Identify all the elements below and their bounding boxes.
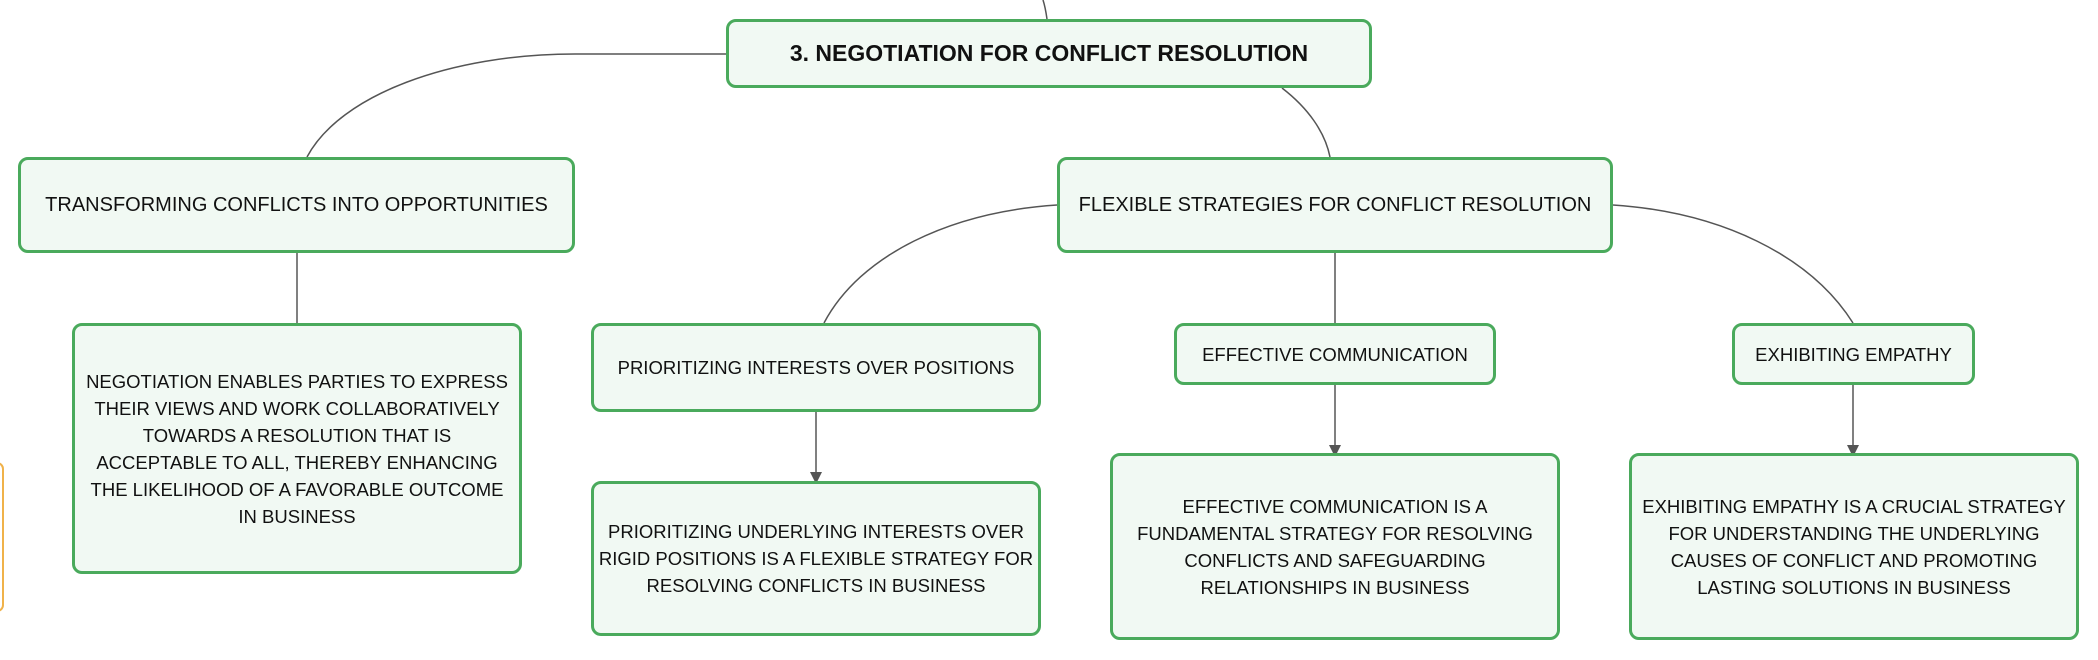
detail-node-prioritizing-interests[interactable]: PRIORITIZING UNDERLYING INTERESTS OVER R…: [591, 481, 1041, 636]
branch-node-flexible-strategies[interactable]: FLEXIBLE STRATEGIES FOR CONFLICT RESOLUT…: [1057, 157, 1613, 253]
subtopic-node-prioritizing-interests[interactable]: PRIORITIZING INTERESTS OVER POSITIONS: [591, 323, 1041, 412]
subtopic-node-label: EXHIBITING EMPATHY: [1755, 343, 1952, 365]
connector-root-to-flexible: [1281, 87, 1331, 158]
detail-node-text: EFFECTIVE COMMUNICATION IS A FUNDAMENTAL…: [1137, 495, 1533, 598]
branch-node-transforming-conflicts[interactable]: TRANSFORMING CONFLICTS INTO OPPORTUNITIE…: [18, 157, 575, 253]
detail-node-transforming-conflicts[interactable]: NEGOTIATION ENABLES PARTIES TO EXPRESS T…: [72, 323, 522, 574]
connector-parent-to-root: [1042, 0, 1048, 20]
root-node-label: 3. NEGOTIATION FOR CONFLICT RESOLUTION: [789, 40, 1309, 66]
connector-flexible-to-empathy: [1612, 204, 1854, 324]
root-node[interactable]: 3. NEGOTIATION FOR CONFLICT RESOLUTION: [726, 19, 1372, 88]
detail-node-text: PRIORITIZING UNDERLYING INTERESTS OVER R…: [598, 521, 1034, 596]
subtopic-node-exhibiting-empathy[interactable]: EXHIBITING EMPATHY: [1732, 323, 1975, 385]
branch-node-label: TRANSFORMING CONFLICTS INTO OPPORTUNITIE…: [45, 193, 548, 216]
connector-root-to-transforming: [306, 53, 726, 158]
detail-node-exhibiting-empathy[interactable]: EXHIBITING EMPATHY IS A CRUCIAL STRATEGY…: [1629, 453, 2079, 640]
side-tab[interactable]: [0, 462, 4, 612]
connector-flexible-to-interests: [823, 204, 1058, 324]
detail-node-text: NEGOTIATION ENABLES PARTIES TO EXPRESS T…: [86, 370, 508, 527]
detail-node-effective-communication[interactable]: EFFECTIVE COMMUNICATION IS A FUNDAMENTAL…: [1110, 453, 1560, 640]
subtopic-node-label: EFFECTIVE COMMUNICATION: [1202, 343, 1468, 365]
detail-node-text: EXHIBITING EMPATHY IS A CRUCIAL STRATEGY…: [1642, 495, 2066, 598]
branch-node-label: FLEXIBLE STRATEGIES FOR CONFLICT RESOLUT…: [1078, 193, 1592, 216]
subtopic-node-label: PRIORITIZING INTERESTS OVER POSITIONS: [617, 357, 1015, 378]
subtopic-node-effective-communication[interactable]: EFFECTIVE COMMUNICATION: [1174, 323, 1496, 385]
